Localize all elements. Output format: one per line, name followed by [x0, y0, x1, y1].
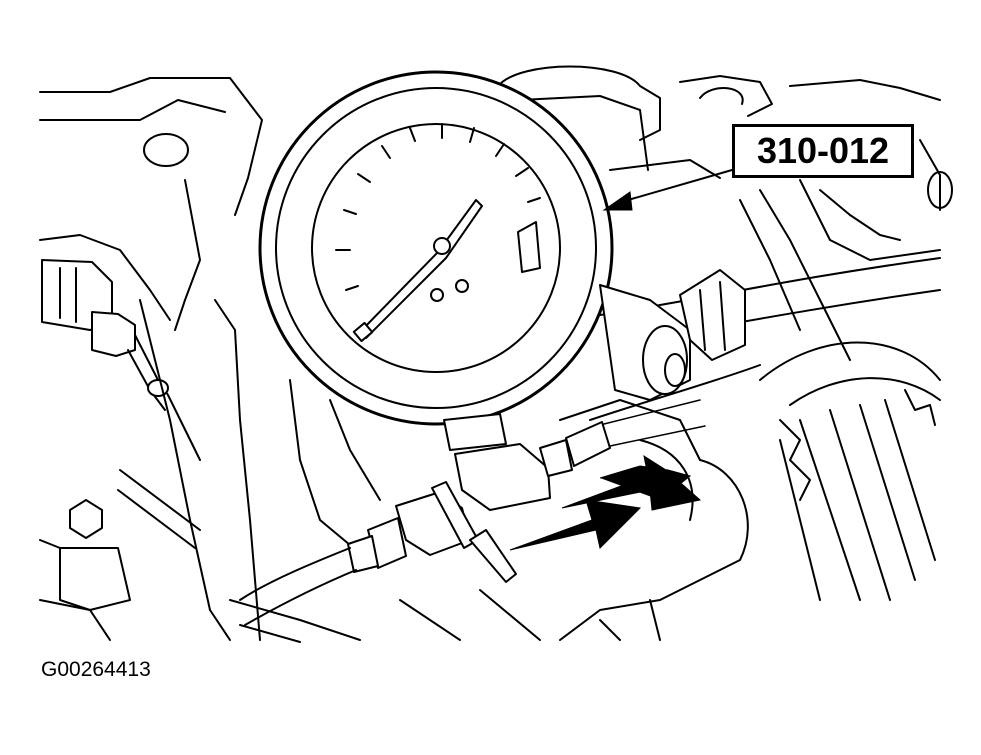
- engine-background-lines: [39, 65, 953, 643]
- tool-number-callout: 310-012: [732, 124, 914, 178]
- gauge-ticks: [335, 123, 541, 291]
- figure-id-label: G00264413: [41, 658, 151, 681]
- direction-arrow-icon: [509, 454, 702, 551]
- leader-arrow-icon: [602, 169, 733, 211]
- valve-icon: [239, 269, 746, 626]
- tool-number-label: 310-012: [756, 130, 890, 171]
- pressure-gauge-icon: [258, 70, 614, 426]
